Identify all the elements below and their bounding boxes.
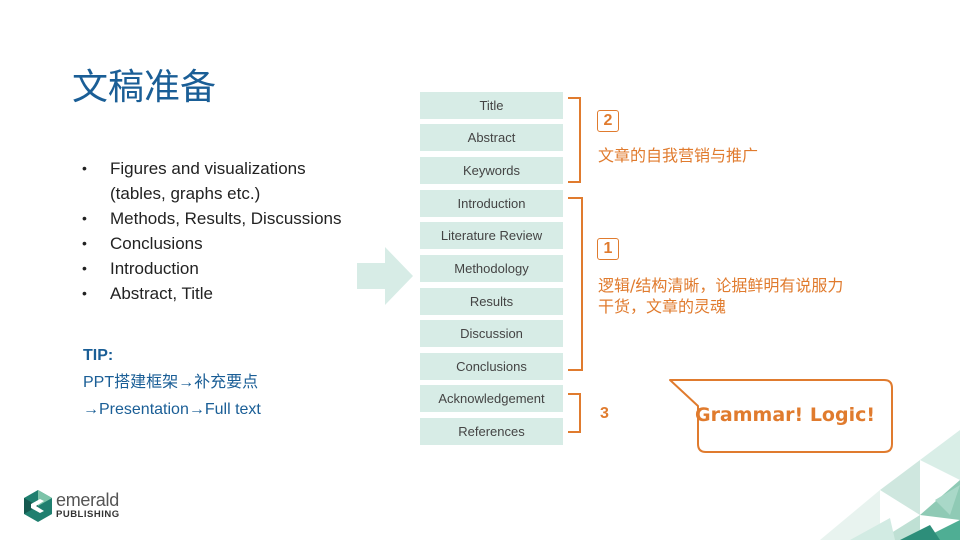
group-number-2: 2 <box>597 110 619 132</box>
section-introduction: Introduction <box>420 190 563 217</box>
bullet-item: • Conclusions <box>78 231 360 256</box>
bracket-group-3 <box>566 392 590 436</box>
section-abstract: Abstract <box>420 124 563 151</box>
section-acknowledgement: Acknowledgement <box>420 385 563 412</box>
section-title: Title <box>420 92 563 119</box>
bullet-dot-icon: • <box>82 156 87 181</box>
group-1-description: 逻辑/结构清晰，论据鲜明有说服力 干货，文章的灵魂 <box>598 275 843 317</box>
bullet-dot-icon: • <box>82 256 87 281</box>
bullet-list: • Figures and visualizations (tables, gra… <box>78 156 360 306</box>
bullet-text: Abstract, Title <box>110 284 213 303</box>
bullet-item: • Introduction <box>78 256 360 281</box>
right-arrow-icon <box>357 247 413 305</box>
tip-heading: TIP: <box>83 342 261 369</box>
tip-line-2: →Presentation→Full text <box>83 396 261 423</box>
section-methodology: Methodology <box>420 255 563 282</box>
bullet-item: • Figures and visualizations (tables, gra… <box>78 156 360 206</box>
decorative-triangles <box>650 430 960 540</box>
tip-block: TIP: PPT搭建框架→补充要点 →Presentation→Full tex… <box>83 342 261 423</box>
bullet-item: • Abstract, Title <box>78 281 360 306</box>
slide-title: 文稿准备 <box>72 58 216 110</box>
section-conclusions: Conclusions <box>420 353 563 380</box>
section-discussion: Discussion <box>420 320 563 347</box>
section-keywords: Keywords <box>420 157 563 184</box>
bracket-group-2 <box>566 96 590 186</box>
bullet-item: • Methods, Results, Discussions <box>78 206 360 231</box>
bullet-dot-icon: • <box>82 231 87 256</box>
group-number-3: 3 <box>600 405 609 423</box>
group-1-description-line-1: 逻辑/结构清晰，论据鲜明有说服力 <box>598 275 843 296</box>
bullet-dot-icon: • <box>82 206 87 231</box>
group-1-description-line-2: 干货，文章的灵魂 <box>598 296 843 317</box>
bullet-text: Methods, Results, Discussions <box>110 209 341 228</box>
bullet-text: Figures and visualizations (tables, grap… <box>110 159 306 203</box>
bullet-text: Introduction <box>110 259 199 278</box>
tip-line-1: PPT搭建框架→补充要点 <box>83 369 261 396</box>
bullet-text: Conclusions <box>110 234 203 253</box>
section-results: Results <box>420 288 563 315</box>
logo-wordmark: emerald <box>56 490 119 511</box>
group-2-description: 文章的自我营销与推广 <box>598 145 758 166</box>
bullet-dot-icon: • <box>82 281 87 306</box>
section-literature-review: Literature Review <box>420 222 563 249</box>
callout-text: Grammar! Logic! <box>690 404 880 426</box>
logo-subtitle: PUBLISHING <box>56 509 120 520</box>
section-references: References <box>420 418 563 445</box>
group-number-1: 1 <box>597 238 619 260</box>
bracket-group-1 <box>566 196 590 374</box>
